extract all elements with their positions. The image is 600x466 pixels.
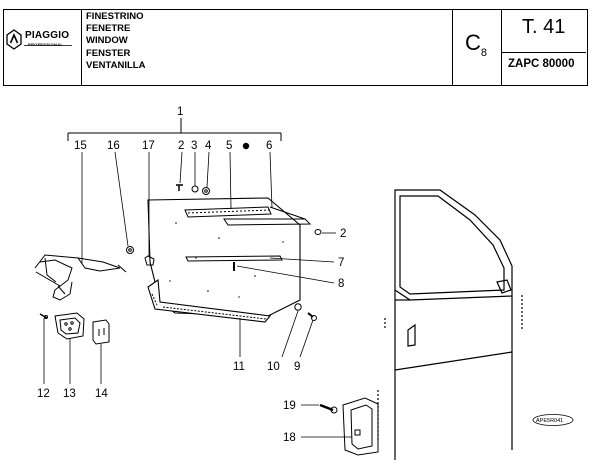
divider — [501, 52, 586, 53]
leader-lines — [43, 151, 352, 438]
stop-17-icon — [144, 255, 155, 266]
callout-3: 3 — [191, 140, 197, 152]
cover-plate — [92, 319, 110, 345]
title-en: WINDOW — [86, 35, 128, 47]
door-frame — [377, 189, 523, 460]
callout-4: 4 — [205, 140, 212, 152]
nut-4-icon — [202, 187, 210, 195]
handle-pocket — [342, 397, 379, 456]
callout-19: 19 — [283, 400, 296, 412]
callout-11: 11 — [233, 361, 245, 373]
divider — [81, 10, 82, 85]
header-frame — [3, 9, 588, 86]
title-de: FENSTER — [86, 47, 131, 59]
drawing-code: APE5R041 — [536, 418, 563, 424]
callout-6: 6 — [266, 140, 272, 152]
model-code: ZAPC 80000 — [508, 58, 575, 70]
latch-bracket — [54, 312, 85, 340]
slide-rail-lower — [185, 255, 283, 262]
callout-5: 5 — [226, 140, 232, 152]
group-code: C8 — [465, 30, 488, 59]
callout-16: 16 — [107, 140, 120, 152]
washer-10-icon — [294, 303, 302, 311]
clip-16-icon — [126, 246, 134, 254]
callout-7: 7 — [338, 257, 344, 269]
callout-9: 9 — [294, 361, 300, 373]
callout-10: 10 — [267, 361, 280, 373]
callout-12: 12 — [37, 388, 50, 400]
callout-15: 15 — [74, 140, 87, 152]
brand-name: PIAGGIO — [25, 30, 70, 41]
slide-rail-upper — [184, 206, 272, 218]
washer-3-icon — [191, 185, 199, 193]
callout-17: 17 — [142, 140, 155, 152]
divider — [452, 10, 453, 85]
callout-1: 1 — [177, 106, 183, 118]
callout-2: 2 — [178, 140, 184, 152]
callout-2b: 2 — [340, 228, 346, 240]
title-it: FINESTRINO — [86, 11, 144, 22]
title-es: VENTANILLA — [86, 59, 146, 71]
screw-12-icon — [39, 313, 48, 319]
note-dot-icon — [242, 142, 250, 150]
drawing-code-stamp — [532, 414, 574, 426]
callout-8: 8 — [338, 278, 344, 290]
screw-9-icon — [307, 312, 317, 321]
screw-2-icon — [176, 184, 183, 191]
screw-19-icon — [319, 403, 338, 414]
piaggio-logo: PIAGGIO PROFESSIONAL — [6, 29, 74, 50]
piaggio-emblem-icon — [6, 29, 72, 50]
window-seal — [147, 279, 272, 323]
table-number: T. 41 — [522, 16, 566, 38]
regulator-wire — [34, 254, 127, 301]
callout-13: 13 — [63, 388, 76, 400]
title-fr: FENETRE — [86, 23, 131, 35]
brand-subtitle: PROFESSIONAL — [28, 42, 64, 47]
screw-2b-icon — [314, 229, 322, 235]
slide-rail-outer — [223, 218, 312, 226]
part-titles: FINESTRINO FENETRE WINDOW FENSTER VENTAN… — [86, 11, 145, 72]
divider — [501, 10, 502, 85]
callout-18: 18 — [283, 432, 296, 444]
callout-14: 14 — [95, 388, 108, 400]
